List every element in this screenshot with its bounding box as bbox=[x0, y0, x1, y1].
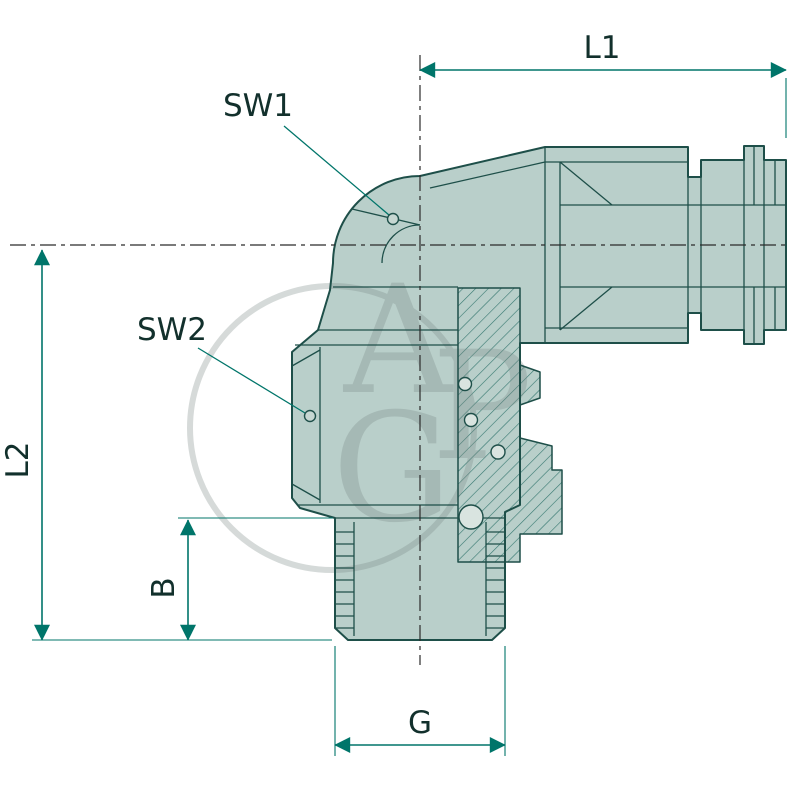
cross-section-hatch-outline bbox=[457, 287, 563, 563]
watermark: A G P bbox=[187, 254, 533, 573]
watermark-letter-g: G bbox=[332, 382, 452, 556]
sw1-label: SW1 bbox=[223, 88, 293, 124]
fitting-body-fill bbox=[292, 146, 786, 640]
dimension-g: G bbox=[334, 646, 506, 756]
fitting-silhouette-fill bbox=[292, 146, 786, 640]
dimension-l2: L2 bbox=[0, 249, 332, 641]
internal-detail-lines bbox=[291, 146, 786, 636]
center-lines bbox=[10, 55, 788, 665]
dimension-b: B bbox=[146, 517, 333, 641]
sw1-target-circle bbox=[386, 212, 400, 226]
watermark-circle bbox=[187, 283, 477, 573]
watermark-letter-p: P bbox=[432, 320, 533, 494]
g-label: G bbox=[408, 705, 432, 741]
sw2-leader-line bbox=[197, 347, 306, 414]
callout-sw1: SW1 bbox=[223, 88, 400, 226]
oring-1 bbox=[457, 376, 473, 392]
b-label: B bbox=[146, 577, 182, 598]
l1-label: L1 bbox=[584, 30, 621, 66]
watermark-letter-a: A bbox=[343, 254, 454, 428]
sw2-target-circle bbox=[303, 409, 317, 423]
sw1-leader-line bbox=[283, 125, 390, 216]
l2-label: L2 bbox=[0, 442, 36, 479]
cross-section-hatch-fill bbox=[458, 288, 562, 562]
seal-orings bbox=[457, 376, 506, 530]
oring-2 bbox=[463, 412, 479, 428]
callout-sw2: SW2 bbox=[137, 312, 317, 423]
oring-4 bbox=[458, 504, 484, 530]
sw2-label: SW2 bbox=[137, 312, 207, 348]
dimension-l1: L1 bbox=[419, 30, 787, 138]
oring-3 bbox=[490, 444, 506, 460]
